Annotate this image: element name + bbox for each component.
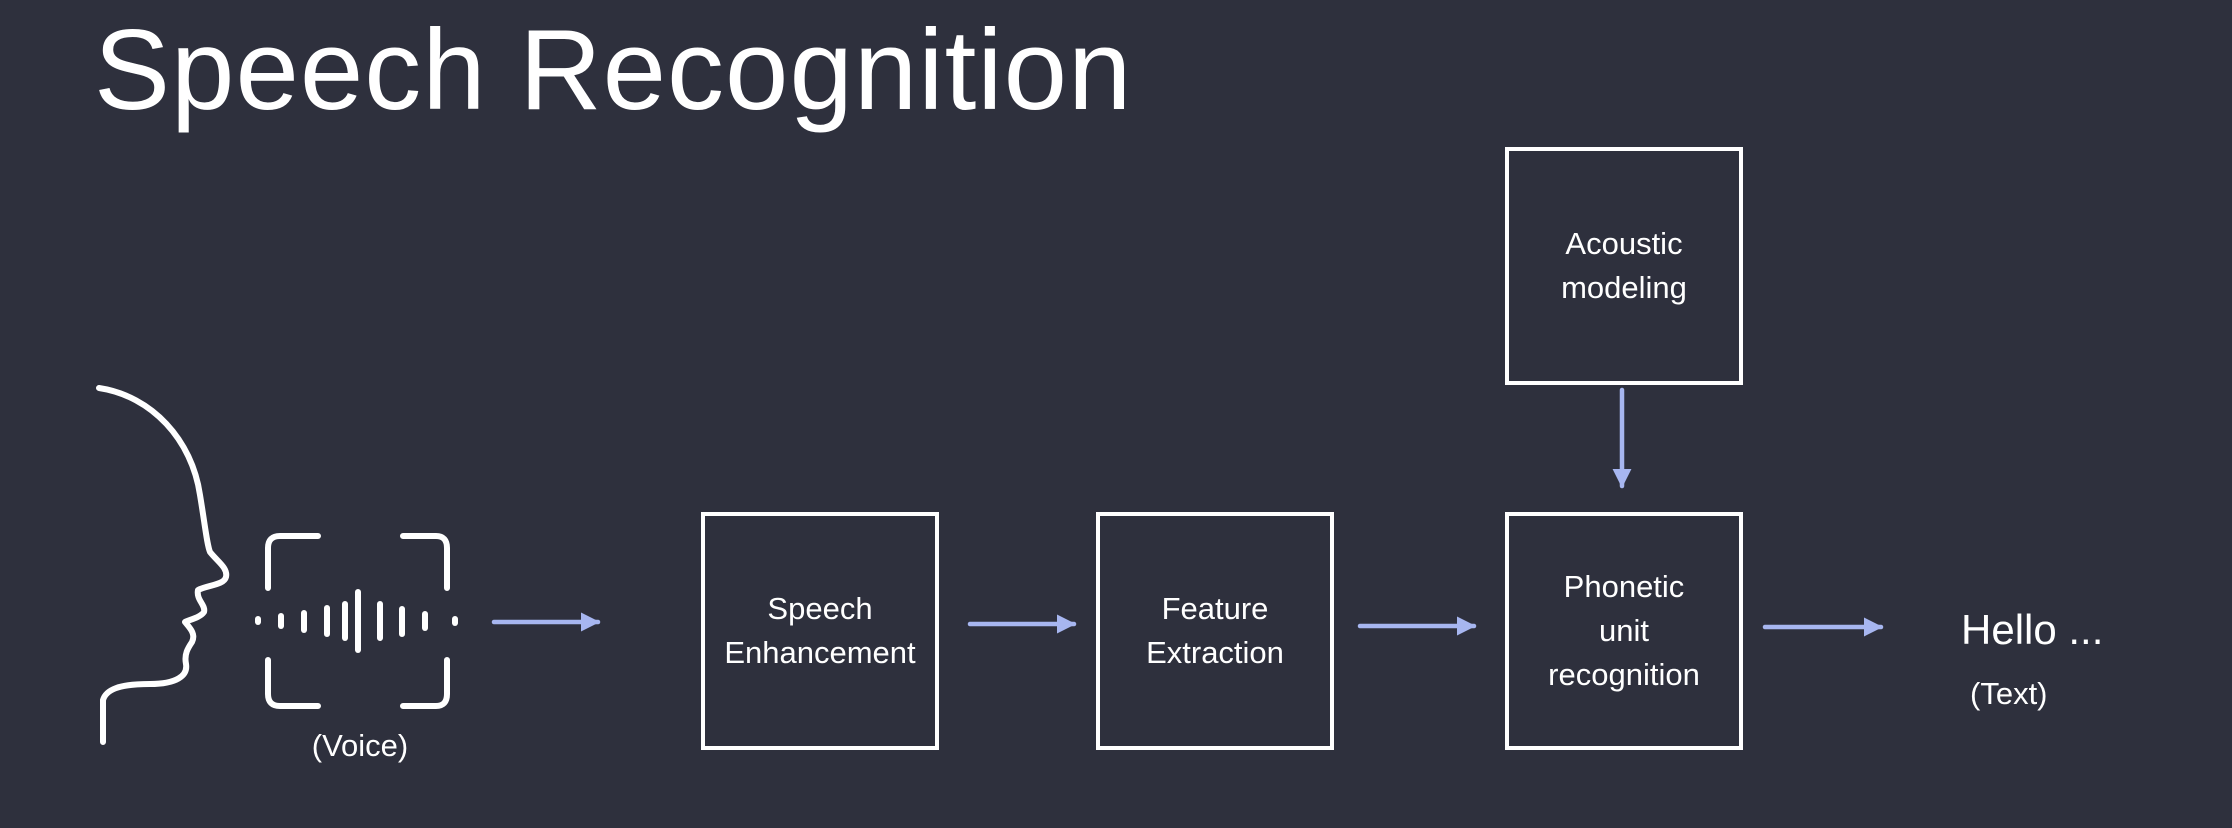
acoustic-modeling-box: Acoustic modeling: [1505, 147, 1743, 385]
speaking-head-icon: [96, 385, 230, 745]
acoustic-modeling-label: Acoustic modeling: [1561, 226, 1687, 305]
phonetic-unit-recognition-label: Phonetic unit recognition: [1548, 569, 1700, 692]
voice-frame-icon: [265, 533, 450, 709]
output-caption: (Text): [1970, 676, 2048, 711]
voice-caption: (Voice): [311, 728, 409, 763]
page-title: Speech Recognition: [94, 7, 1133, 134]
feature-extraction-box: Feature Extraction: [1096, 512, 1334, 750]
speech-enhancement-box: Speech Enhancement: [701, 512, 939, 750]
feature-extraction-label: Feature Extraction: [1146, 591, 1284, 670]
output-text: Hello ...: [1961, 606, 2104, 653]
waveform-icon: [255, 589, 458, 653]
speech-enhancement-label: Speech Enhancement: [724, 591, 916, 670]
phonetic-unit-recognition-box: Phonetic unit recognition: [1505, 512, 1743, 750]
